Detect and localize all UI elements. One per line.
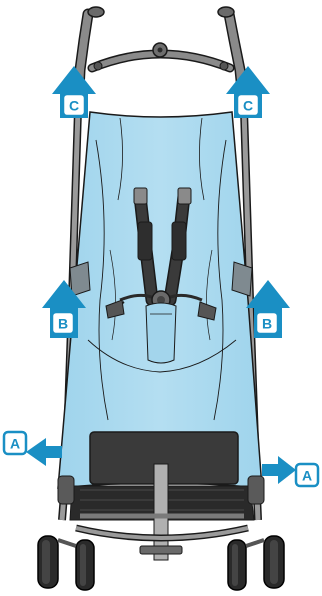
- marker-b-left: B: [52, 312, 74, 334]
- left-handle-cap: [88, 7, 104, 17]
- marker-c-left: C: [63, 94, 85, 116]
- right-handle-cap: [218, 7, 234, 17]
- marker-c-right: C: [237, 94, 259, 116]
- marker-b-left-label: B: [58, 316, 68, 332]
- marker-c-right-label: C: [243, 98, 253, 114]
- arrow-a-right: [262, 456, 296, 484]
- marker-c-left-label: C: [69, 98, 79, 114]
- marker-a-right-label: A: [302, 468, 312, 484]
- marker-a-left-label: A: [10, 436, 20, 452]
- marker-b-right-label: B: [262, 316, 272, 332]
- marker-a-left: A: [4, 432, 26, 454]
- arrow-a-left: [26, 438, 62, 466]
- marker-b-right: B: [256, 312, 278, 334]
- marker-a-right: A: [296, 464, 318, 486]
